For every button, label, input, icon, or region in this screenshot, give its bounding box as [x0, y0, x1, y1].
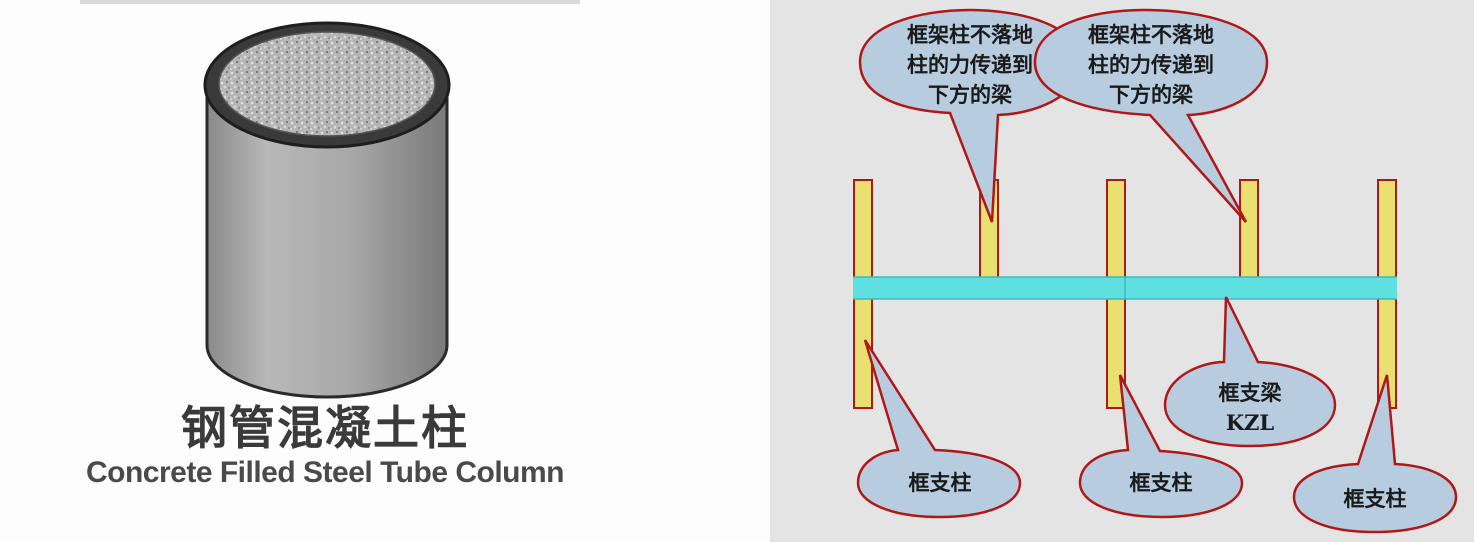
column-title-english: Concrete Filled Steel Tube Column: [85, 456, 565, 489]
callout-text-beam: 框支梁 KZL: [1190, 378, 1310, 438]
steel-tube-column-illustration: [80, 0, 580, 399]
left-panel: 钢管混凝土柱 Concrete Filled Steel Tube Column: [80, 0, 580, 489]
cropped-text-fragment: [80, 0, 580, 4]
callout-bubble-col-2: [1078, 374, 1244, 519]
callout-line: 下方的梁: [1109, 82, 1193, 107]
callout-text-top-left: 框架柱不落地 柱的力传递到 下方的梁: [870, 20, 1070, 110]
callout-line: 框架柱不落地: [1088, 22, 1214, 47]
transfer-beam-diagram: [853, 8, 1458, 534]
concrete-core: [219, 32, 435, 136]
steel-tube-body: [205, 90, 449, 399]
callout-line: 下方的梁: [928, 82, 1012, 107]
callout-line: 柱的力传递到: [1088, 52, 1214, 77]
callout-line: KZL: [1225, 410, 1275, 435]
callout-bubble-col-1: [856, 339, 1022, 519]
upper-column-1: [853, 179, 873, 279]
callout-bubble-col-3: [1292, 374, 1458, 534]
callout-text-top-right: 框架柱不落地 柱的力传递到 下方的梁: [1051, 20, 1251, 110]
right-panel: 框架柱不落地 柱的力传递到 下方的梁 框架柱不落地 柱的力传递到 下方的梁 框支…: [770, 0, 1474, 542]
upper-column-2: [1106, 179, 1126, 279]
callout-bubble-top-right: [1033, 8, 1269, 223]
callout-bubble-beam: [1163, 296, 1337, 448]
callout-text-col-1: 框支柱: [908, 470, 972, 495]
column-title-chinese: 钢管混凝土柱: [181, 401, 469, 455]
non-landing-column-2: [1239, 179, 1259, 279]
callout-text-col-3: 框支柱: [1343, 486, 1407, 511]
callout-text-col-2: 框支柱: [1129, 470, 1193, 495]
callout-line: 框架柱不落地: [907, 22, 1033, 47]
callout-line: 柱的力传递到: [907, 52, 1033, 77]
upper-column-3: [1377, 179, 1397, 279]
callout-line: 框支梁: [1218, 380, 1282, 405]
